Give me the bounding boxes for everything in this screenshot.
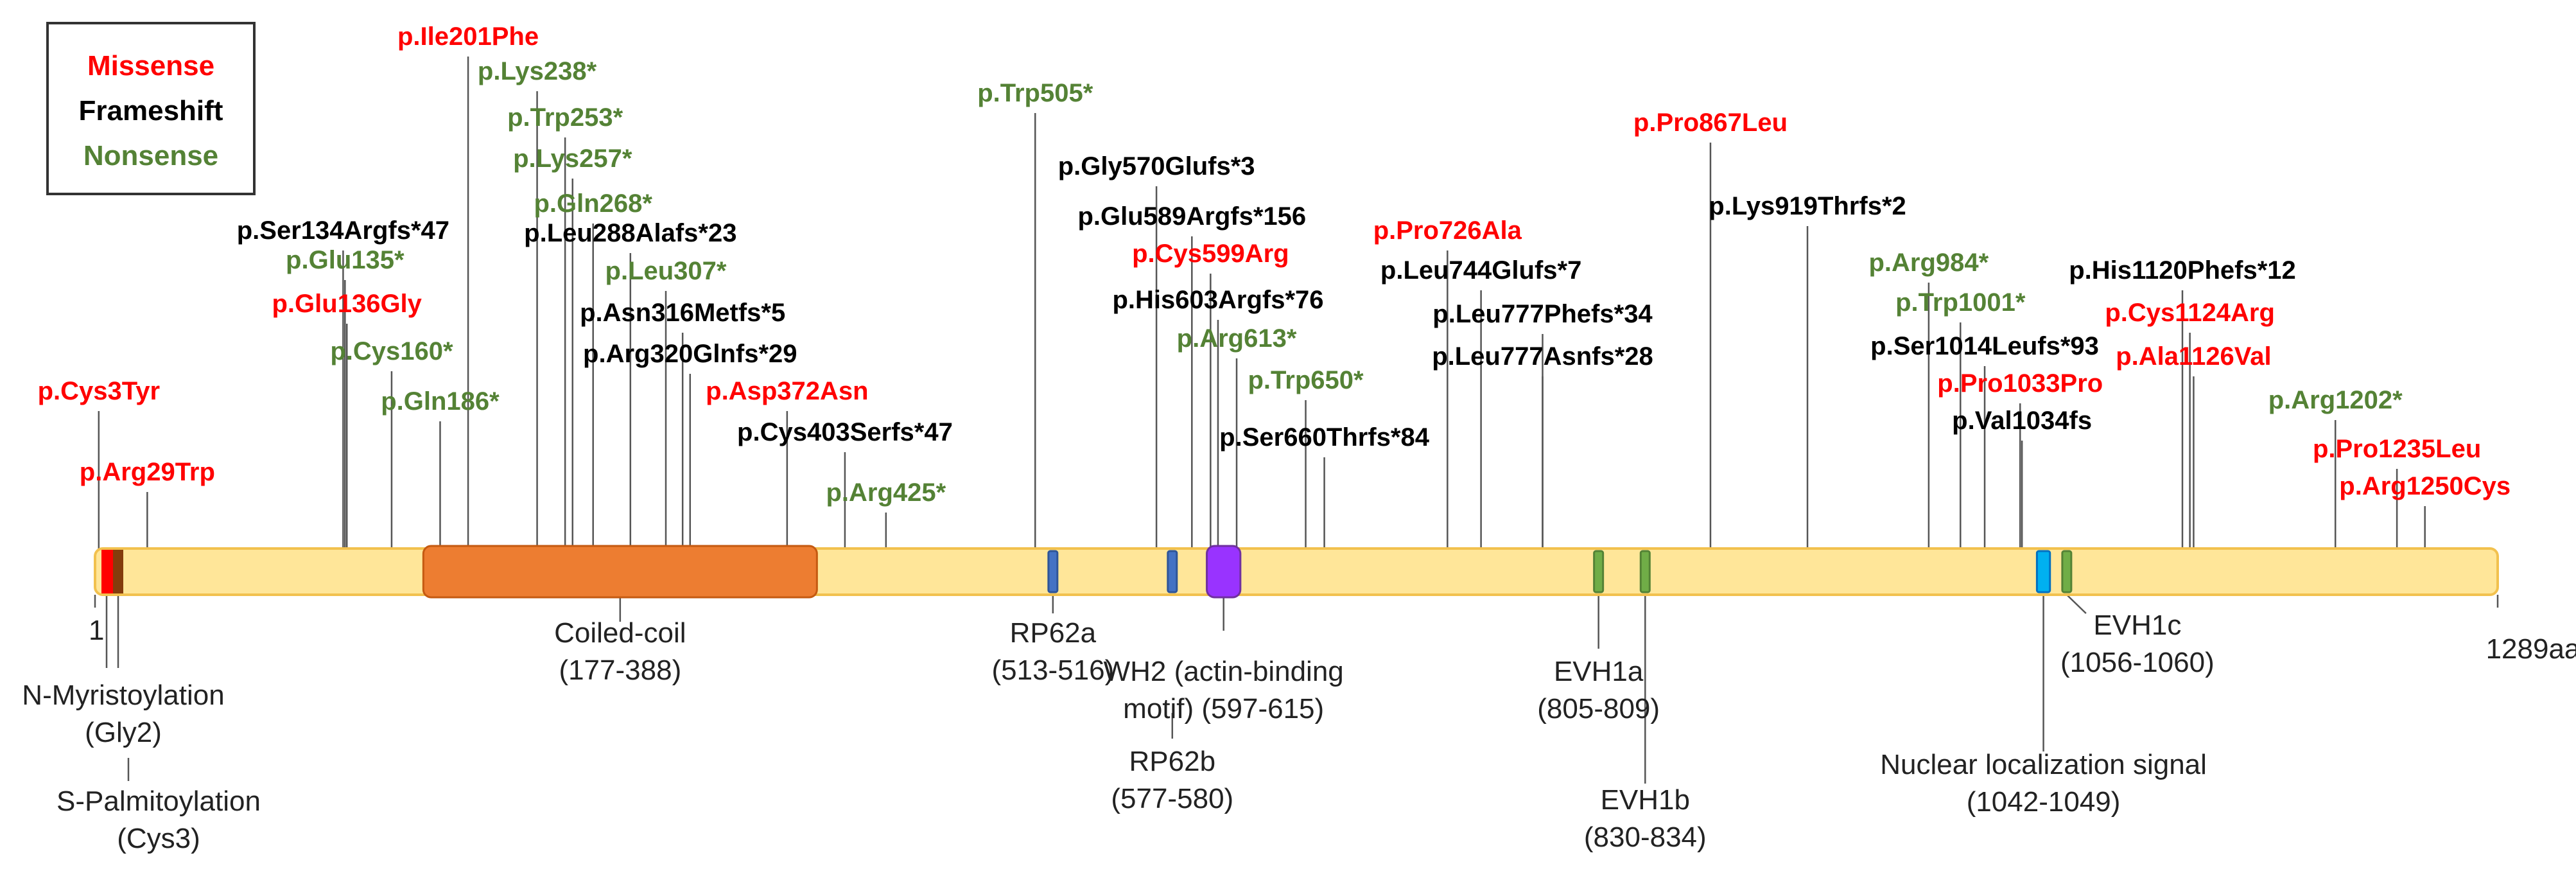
mutation-label-4: p.Glu135* [286,246,405,274]
s-palmitoylation-marker [113,550,123,593]
domain-evh1c-label-1: EVH1c [2093,610,2181,641]
domain-coiled-coil-box [422,545,818,599]
legend-nonsense: Nonsense [83,140,219,171]
mutation-label-23: p.Cys599Arg [1132,240,1289,268]
mutation-label-41: p.Ala1126Val [2116,342,2271,371]
domain-rp62a-label-1: RP62a [1010,617,1097,649]
domain-evh1b-box [1639,550,1651,593]
mutation-label-42: p.Arg1202* [2268,386,2403,414]
mutation-label-6: p.Cys160* [330,337,453,365]
domain-evh1a-label-1: EVH1a [1554,656,1644,687]
mutation-label-29: p.Leu744Glufs*7 [1380,256,1581,285]
domain-nls-label-1: Nuclear localization signal [1880,749,2207,780]
legend-frameshift: Frameshift [78,95,223,127]
mutation-label-2: p.Arg29Trp [80,458,215,486]
domain-wh2-label-2: motif) (597-615) [1123,693,1324,724]
domain-coiled-coil-label-1: Coiled-coil [554,617,686,649]
mutation-label-43: p.Pro1235Leu [2313,435,2481,463]
mutation-label-17: p.Asp372Asn [706,377,868,405]
mutation-label-1: p.Cys3Tyr [38,377,160,405]
mutation-label-27: p.Ser660Thrfs*84 [1219,423,1430,452]
mutation-label-28: p.Pro726Ala [1373,216,1522,245]
mutation-label-10: p.Trp253* [507,103,623,132]
mutation-label-7: p.Gln186* [381,387,500,416]
mutation-label-5: p.Glu136Gly [272,290,422,318]
mutation-label-39: p.His1120Phefs*12 [2069,256,2296,285]
mutation-label-40: p.Cys1124Arg [2105,299,2275,327]
mutation-label-19: p.Arg425* [826,479,946,507]
domain-coiled-coil-label-2: (177-388) [559,654,681,686]
mutation-label-14: p.Leu307* [605,257,727,285]
domain-rp62b-label-1: RP62b [1129,746,1216,777]
mutation-label-12: p.Gln268* [534,189,652,218]
mutation-label-30: p.Leu777Phefs*34 [1432,300,1653,328]
mutation-label-44: p.Arg1250Cys [2339,472,2511,500]
modification-s-palmitoylation-label-2: (Cys3) [117,823,200,854]
domain-evh1b-label-1: EVH1b [1601,784,1690,816]
mutation-label-22: p.Glu589Argfs*156 [1077,202,1306,231]
modification-n-myristoylation-label-2: (Gly2) [85,717,162,748]
mutation-label-33: p.Lys919Thrfs*2 [1709,192,1906,220]
domain-evh1c-box [2061,550,2073,593]
domain-evh1a-label-2: (805-809) [1537,693,1660,724]
mutation-label-3: p.Ser134Argfs*47 [237,216,449,245]
mutation-label-31: p.Leu777Asnfs*28 [1432,342,1653,371]
mutation-label-32: p.Pro867Leu [1633,109,1788,137]
domain-rp62b-label-2: (577-580) [1111,783,1233,814]
mutation-label-26: p.Trp650* [1248,366,1364,394]
mutation-label-35: p.Trp1001* [1895,288,2026,317]
mutation-label-20: p.Trp505* [977,79,1093,107]
mutation-label-21: p.Gly570Glufs*3 [1058,152,1255,180]
domain-evh1a-box [1593,550,1605,593]
mutation-label-16: p.Arg320Glnfs*29 [583,340,797,368]
mutation-label-38: p.Val1034fs [1952,407,2092,435]
mutation-label-34: p.Arg984* [1869,249,1989,277]
modification-s-palmitoylation-label-1: S-Palmitoylation [57,786,261,817]
legend: Missense Frameshift Nonsense [46,22,256,195]
domain-evh1c-connector [2066,594,2087,614]
domain-nls-box [2035,550,2051,593]
domain-evh1b-label-2: (830-834) [1584,821,1707,853]
domain-nls-label-2: (1042-1049) [1967,786,2121,818]
domain-rp62a-box [1047,550,1059,593]
mutation-label-9: p.Lys238* [478,57,597,85]
mutation-label-11: p.Lys257* [513,145,632,173]
mutation-label-13: p.Leu288Alafs*23 [524,219,736,247]
domain-evh1c-label-2: (1056-1060) [2060,647,2215,678]
domain-rp62b-box [1167,550,1178,593]
mutation-label-25: p.Arg613* [1177,324,1297,353]
domain-rp62a-label-2: (513-516) [991,654,1114,686]
protein-end-label: 1289aa [2486,633,2576,665]
domain-wh2-label-1: WH2 (actin-binding [1104,656,1344,687]
protein-start-label: 1 [89,615,104,646]
n-myristoylation-marker [101,550,113,593]
mutation-label-8: p.Ile201Phe [397,22,539,51]
mutation-label-18: p.Cys403Serfs*47 [737,418,953,446]
domain-wh2-box [1206,545,1242,599]
mutation-label-24: p.His603Argfs*76 [1112,286,1323,314]
mutation-label-37: p.Pro1033Pro [1937,369,2103,398]
mutation-label-36: p.Ser1014Leufs*93 [1870,332,2099,360]
modification-n-myristoylation-label-1: N-Myristoylation [22,680,224,711]
mutation-label-15: p.Asn316Metfs*5 [580,299,785,327]
legend-missense: Missense [87,50,215,82]
